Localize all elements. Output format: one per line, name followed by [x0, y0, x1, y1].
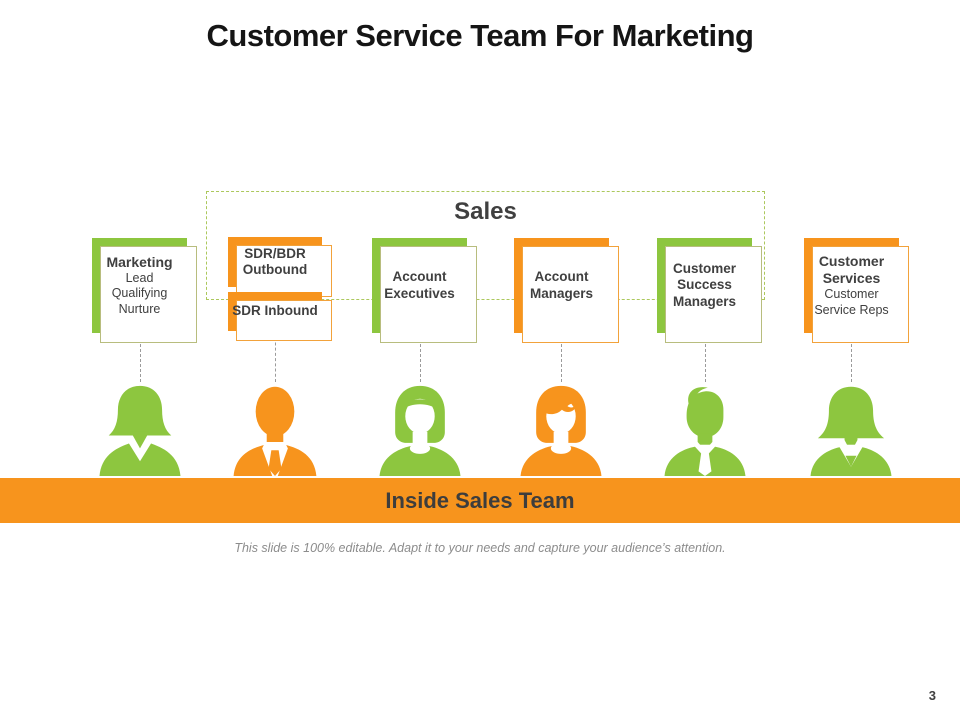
connector-line [420, 334, 421, 382]
box-customer-success-managers-title: Customer Success Managers [672, 260, 737, 309]
connector-line [140, 334, 141, 382]
businesswoman-face-icon [379, 385, 461, 476]
box-sdr-inbound[interactable]: SDR Inbound [228, 292, 332, 341]
businessman-quiff-icon [664, 387, 746, 476]
box-marketing-title: Marketing [106, 254, 173, 271]
page-number: 3 [928, 688, 936, 703]
box-customer-success-managers[interactable]: Customer Success Managers [657, 238, 762, 343]
businessman-icon [233, 386, 317, 476]
connector-line [705, 334, 706, 382]
inside-sales-team-banner: Inside Sales Team [0, 478, 960, 523]
box-customer-services-line: Customer [824, 287, 879, 302]
connector-line [851, 334, 852, 382]
footer-note: This slide is 100% editable. Adapt it to… [234, 541, 726, 555]
box-account-executives-title: Account Executives [384, 269, 455, 301]
sales-group-label: Sales [454, 198, 517, 225]
box-marketing-line: Qualifying [111, 286, 168, 301]
box-customer-services-line: Service Reps [814, 302, 889, 317]
businesswoman-icon [99, 385, 181, 476]
banner-label: Inside Sales Team [385, 487, 575, 513]
connector-line [275, 332, 276, 382]
box-customer-services-title: Customer Services [818, 253, 885, 287]
connector-line [561, 334, 562, 382]
box-customer-services[interactable]: Customer Services Customer Service Reps [804, 238, 909, 343]
slide-title: Customer Service Team For Marketing [206, 18, 755, 53]
box-account-executives[interactable]: Account Executives [372, 238, 477, 343]
box-account-managers[interactable]: Account Managers [514, 238, 619, 343]
box-sdr-bdr-outbound[interactable]: SDR/BDR Outbound [228, 237, 332, 297]
box-marketing[interactable]: Marketing Lead Qualifying Nurture [92, 238, 197, 343]
box-marketing-line: Nurture [118, 301, 161, 316]
box-sdr-inbound-title: SDR Inbound [232, 303, 318, 319]
businesswoman-face-icon [520, 385, 602, 476]
businesswoman-vcollar-icon [810, 386, 892, 476]
box-marketing-line: Lead [125, 271, 154, 286]
sales-group-outline [206, 191, 765, 300]
box-account-managers-title: Account Managers [529, 269, 594, 301]
box-sdr-bdr-outbound-title: SDR/BDR Outbound [242, 245, 308, 277]
